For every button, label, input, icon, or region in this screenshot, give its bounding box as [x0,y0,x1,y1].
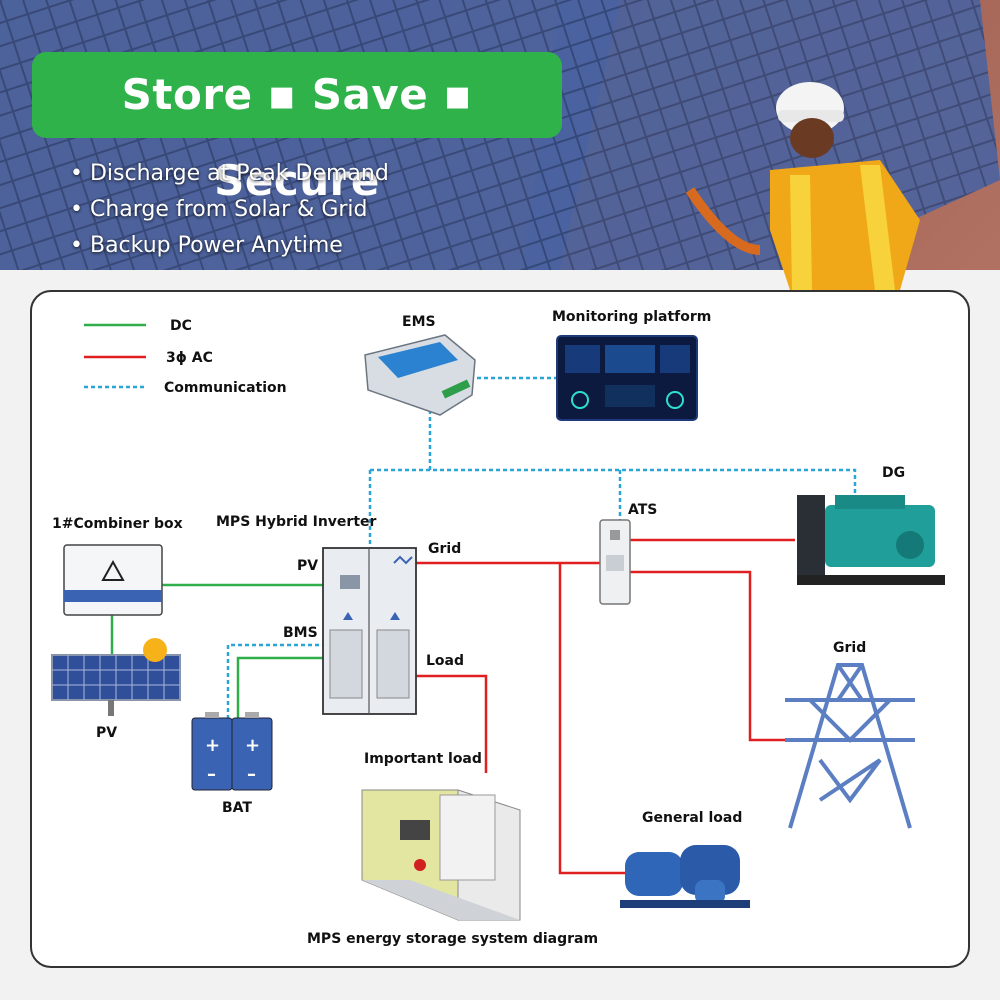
dg-generator [797,495,945,585]
combiner-label: 1#Combiner box [52,516,183,532]
worker-illustration [685,82,920,290]
grid-port-label: Grid [428,541,461,557]
dc-lines [110,583,326,720]
ats-label: ATS [628,502,657,518]
hero-bullets: Discharge at Peak Demand Charge from Sol… [70,156,389,264]
svg-text:+: + [205,735,220,756]
pv-port-label: PV [297,558,318,574]
grid-tower [785,663,915,829]
legend-ac-label: 3ϕ AC [166,350,213,366]
battery: + + – – [191,712,273,791]
combiner-box [63,544,163,616]
hybrid-inverter [322,547,417,715]
bullet-item: Backup Power Anytime [70,228,389,264]
svg-text:+: + [245,735,260,756]
bat-label: BAT [222,800,252,816]
legend: DC 3ϕ AC Communication [84,318,287,396]
diagram-caption: MPS energy storage system diagram [307,931,598,947]
bullet-item: Charge from Solar & Grid [70,192,389,228]
comm-lines [226,376,857,720]
pv-label: PV [96,725,117,741]
ac-lines [416,538,795,875]
bms-port-label: BMS [283,625,318,641]
svg-text:–: – [247,764,256,785]
inverter-label: MPS Hybrid Inverter [216,514,377,530]
monitoring-screen [556,335,698,421]
important-load-room [361,789,521,921]
hero-title: Store ▪ Save ▪ Secure [32,52,562,205]
general-load-label: General load [642,810,742,826]
diagram-panel [30,290,970,968]
load-port-label: Load [426,653,464,669]
pv-panel [51,638,181,716]
bullet-item: Discharge at Peak Demand [70,156,389,192]
ems-device [364,334,476,416]
ems-label: EMS [402,314,436,330]
monitoring-label: Monitoring platform [552,309,711,325]
grid-tower-label: Grid [833,640,866,656]
ats-switch [599,519,631,605]
legend-dc-label: DC [170,318,192,334]
important-load-label: Important load [364,751,482,767]
svg-text:–: – [207,764,216,785]
dg-label: DG [882,465,905,481]
general-load-motors [620,845,750,908]
legend-comm-label: Communication [164,380,287,396]
